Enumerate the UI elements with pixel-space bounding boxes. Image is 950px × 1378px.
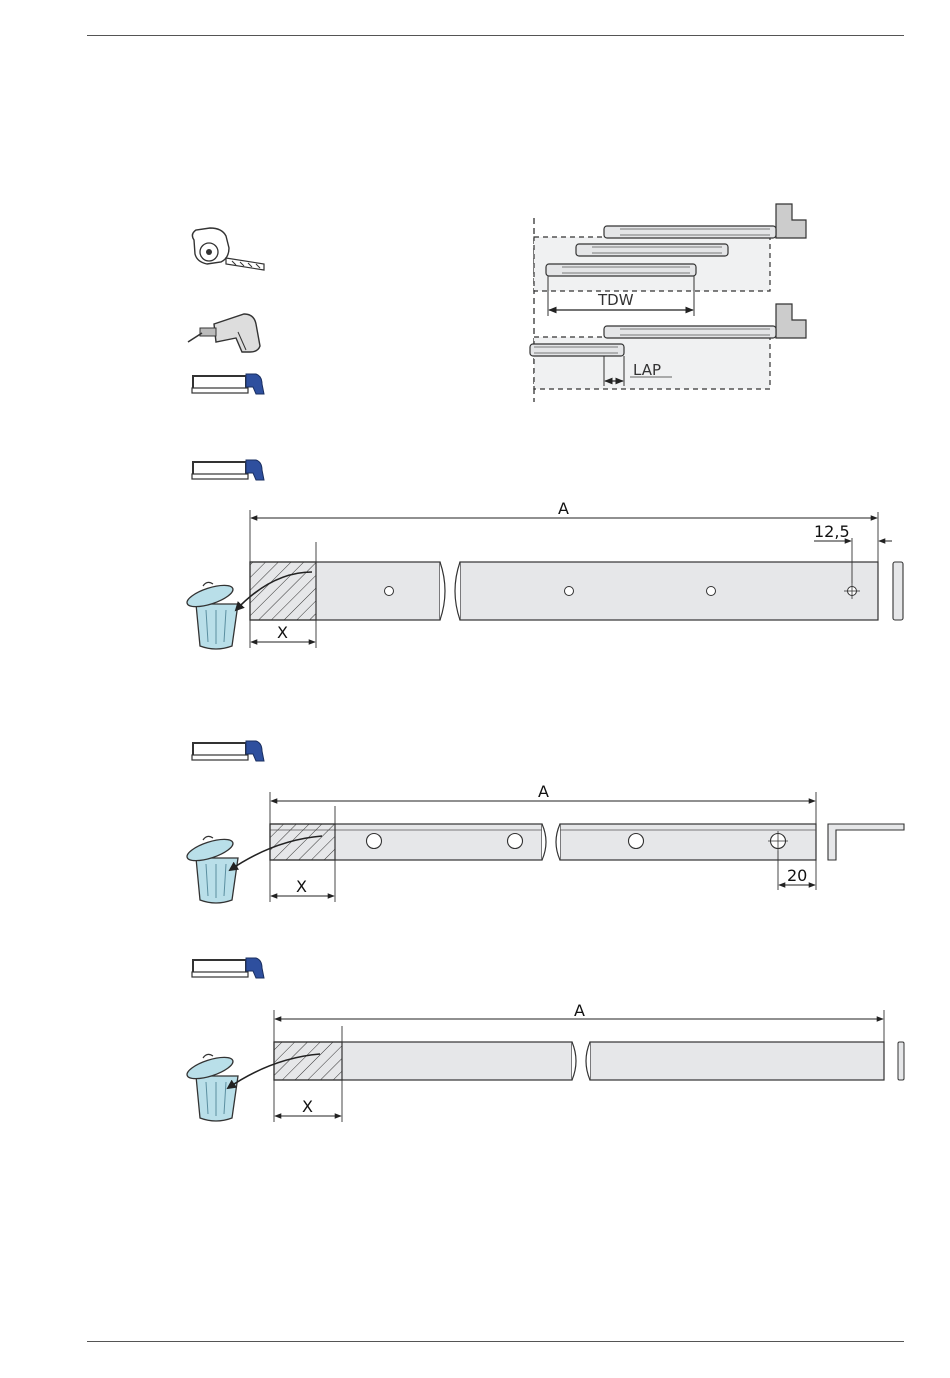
rail-figure-2: A 20 X [185,782,904,903]
door-rail [530,344,624,356]
hacksaw-icon [192,374,264,394]
dimension-a-label: A [574,1001,585,1020]
door-rail [546,264,696,276]
dimension-a-label: A [558,499,569,518]
tape-measure-icon [192,228,264,270]
hacksaw-icon [192,958,264,978]
door-rail [576,244,728,256]
lap-label: LAP [633,361,661,379]
offset-label: 20 [787,866,807,885]
door-rail [604,326,776,338]
door-rail [604,226,776,238]
rail-figure-3: A X [185,1001,904,1122]
dimension-x-label: X [302,1097,313,1116]
trash-bin-icon [185,835,238,903]
hacksaw-icon [192,460,264,480]
tdw-label: TDW [597,291,634,309]
trash-bin-icon [185,581,238,649]
hacksaw-icon [192,741,264,761]
dimension-x-label: X [277,623,288,642]
rail-figure-1: A 12,5 X [185,499,903,649]
offset-label: 12,5 [814,522,850,541]
overlap-diagram: TDW LAP [530,204,806,402]
dimension-x-label: X [296,877,307,896]
drill-icon [188,314,260,352]
dimension-a-label: A [538,782,549,801]
